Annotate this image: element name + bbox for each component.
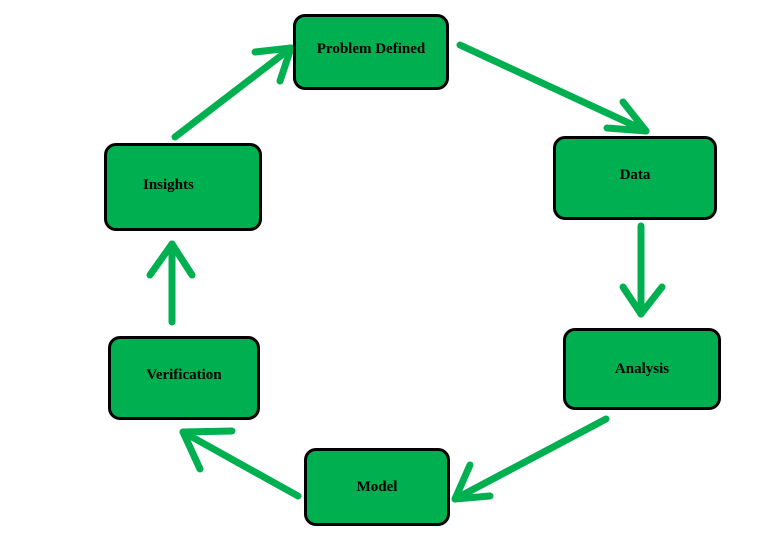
arrow-model-to-verification [179,427,302,500]
node-model: Model [304,448,450,526]
arrow-analysis-to-model [451,415,610,503]
node-data-label: Data [619,166,651,183]
arrow-data-to-analysis [619,222,666,318]
node-data: Data [553,136,717,220]
node-insights: Insights [104,143,262,231]
node-verification: Verification [108,336,260,420]
node-model-label: Model [356,478,398,495]
node-analysis: Analysis [563,328,721,410]
arrow-problem-to-data [456,41,650,135]
arrow-insights-to-problem [171,44,295,141]
node-insights-label: Insights [143,176,194,193]
node-analysis-label: Analysis [614,360,670,377]
node-verification-label: Verification [146,366,222,383]
node-problem-defined-label: Problem Defined [316,40,426,57]
node-problem-defined: Problem Defined [293,14,449,90]
arrow-verification-to-insights [146,240,196,326]
